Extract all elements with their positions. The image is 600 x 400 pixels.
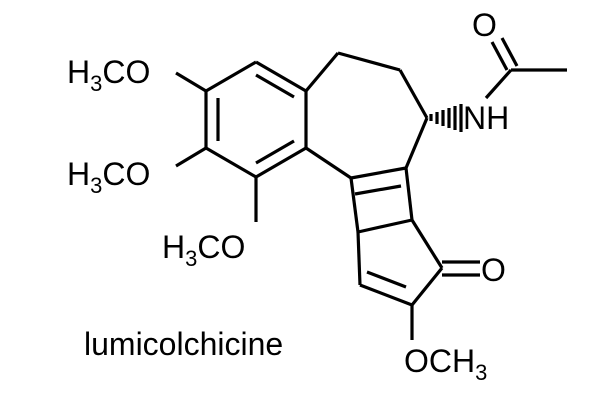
bond [410,266,444,307]
ring-double-bond [366,270,407,289]
bond [410,219,444,269]
bond [356,231,362,286]
seven-membered-ring [304,51,429,180]
methoxy-label-mid: H3CO [67,156,150,198]
aromatic-double-bond [255,139,295,165]
aromatic-ring [204,60,308,179]
bond [205,146,257,179]
aromatic-double-bond [255,73,295,99]
methoxy-label-right: OCH3 [404,343,487,385]
bond [255,146,307,179]
bond [175,146,207,168]
bond [305,146,352,180]
amide-double-bond [490,41,509,71]
bond [350,166,407,180]
bond [359,283,413,307]
bond [349,177,360,233]
bond [398,69,429,119]
cyclopentenone-ring [356,219,444,307]
cyclobutene-double-bond [354,184,402,196]
cyclobutene-ring [349,166,414,234]
methoxy-label-low: H3CO [162,229,245,271]
amide-oxygen-label: O [472,7,497,43]
compound-name: lumicolchicine [84,326,283,362]
bond [205,60,257,93]
amide-nh-label: NH [463,100,509,136]
bond [357,218,413,234]
bond [304,51,340,93]
bond [404,117,429,169]
ketone-oxygen-label: O [481,252,506,288]
amide-double-bond [500,37,519,67]
methoxy-label-top: H3CO [67,54,150,96]
bond [255,60,307,93]
hashed-wedge-bond [429,104,463,132]
bond [175,71,207,93]
bond [404,167,414,221]
bond [484,68,513,100]
bond [337,51,401,72]
